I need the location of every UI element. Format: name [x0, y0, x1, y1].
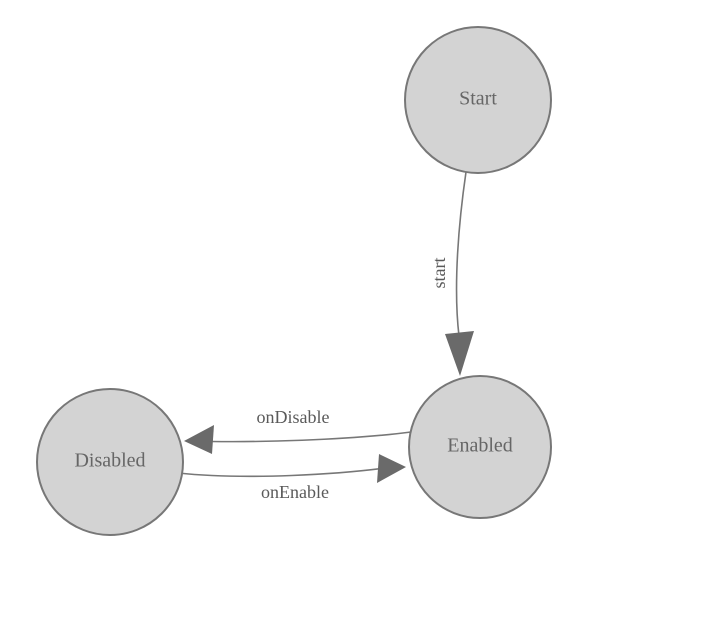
edge-enabled-to-disabled-path — [189, 431, 412, 443]
edge-enabled-to-disabled[interactable]: onDisable — [184, 407, 412, 454]
edge-label-start: start — [429, 258, 449, 289]
edge-label-ondisable: onDisable — [257, 407, 330, 427]
node-enabled-label: Enabled — [447, 435, 513, 457]
edge-enabled-to-disabled-arrowhead — [184, 425, 214, 454]
edge-start-to-enabled-path — [455, 171, 467, 337]
edge-start-to-enabled-arrowhead — [445, 331, 474, 376]
node-disabled-circle — [36, 388, 184, 536]
node-start-circle — [404, 26, 552, 174]
edge-disabled-to-enabled[interactable]: onEnable — [177, 454, 406, 502]
edge-start-to-enabled[interactable]: start — [429, 171, 474, 376]
edge-disabled-to-enabled-path — [177, 465, 401, 478]
edge-disabled-to-enabled-arrowhead — [377, 454, 406, 483]
node-enabled-circle — [408, 375, 552, 519]
node-start-label: Start — [459, 88, 497, 110]
node-enabled[interactable]: Enabled — [408, 375, 552, 519]
edge-label-onenable: onEnable — [261, 482, 329, 502]
node-disabled[interactable]: Disabled — [36, 388, 184, 536]
node-start[interactable]: Start — [404, 26, 552, 174]
node-disabled-label: Disabled — [74, 450, 145, 472]
